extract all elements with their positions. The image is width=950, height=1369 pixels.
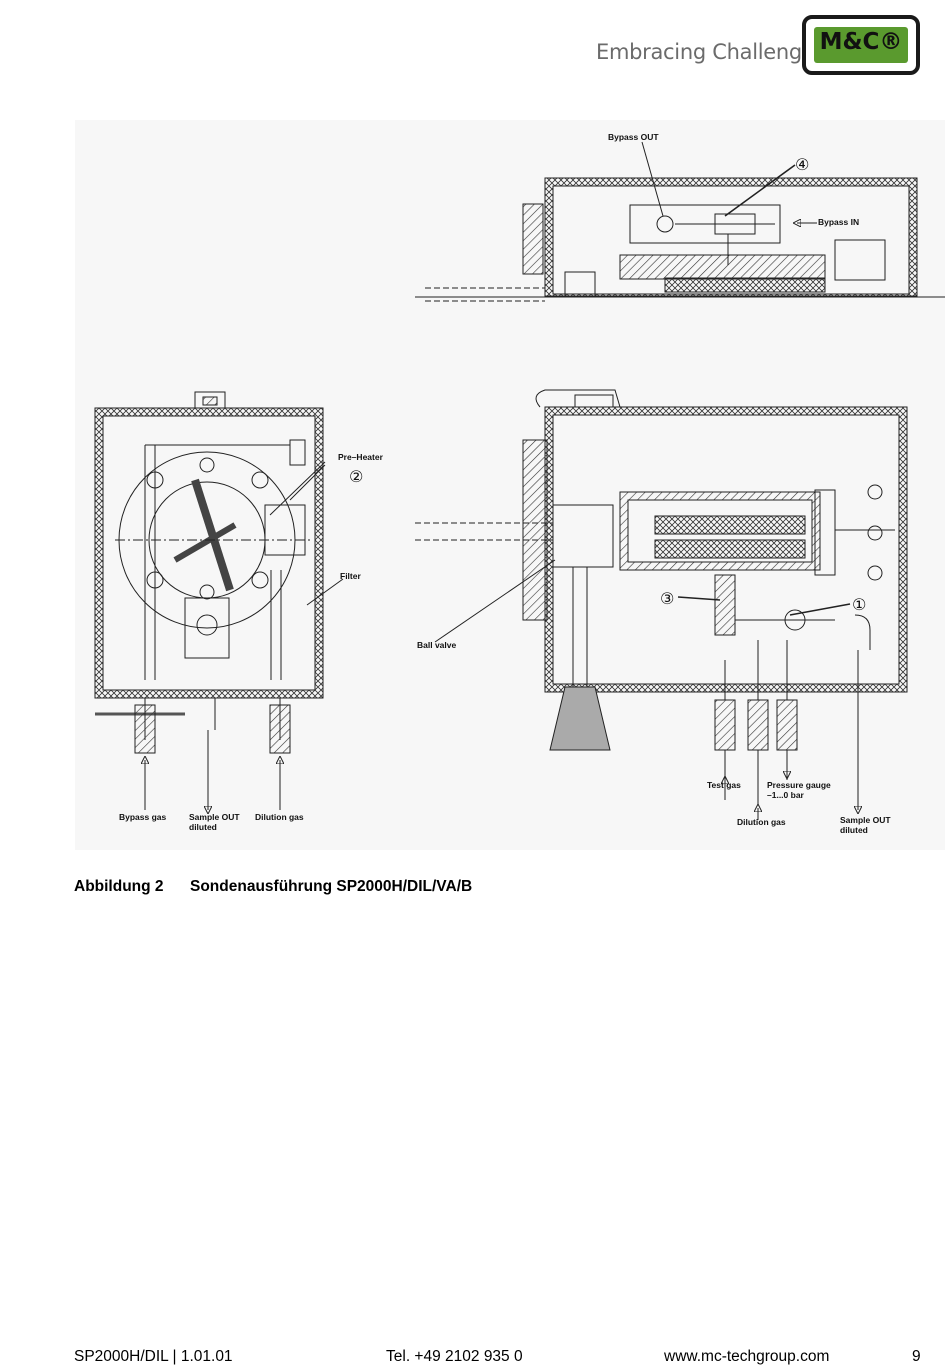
top-view (415, 141, 945, 302)
footer-page-number: 9 (912, 1348, 921, 1365)
label-filter: Filter (340, 571, 361, 581)
label-sample-out-right-2: diluted (840, 825, 868, 835)
company-logo: M&C® (802, 15, 920, 75)
label-pressure-gauge-2: –1...0 bar (767, 790, 805, 800)
label-test-gas: Test gas (707, 780, 741, 790)
marker-2: ② (349, 467, 363, 486)
label-dilution-gas-right: Dilution gas (737, 817, 786, 827)
label-sample-out-right-1: Sample OUT (840, 815, 891, 825)
marker-1: ① (852, 595, 866, 614)
footer-phone: Tel. +49 2102 935 0 (386, 1348, 523, 1365)
label-sample-out-left-2: diluted (189, 822, 217, 832)
label-bypass-gas: Bypass gas (119, 812, 167, 822)
drawing-svg: Bypass OUT Bypass IN ④ (75, 120, 945, 850)
footer-doc-id: SP2000H/DIL | 1.01.01 (74, 1348, 233, 1365)
header-tagline: Embracing Challenge (596, 40, 815, 64)
label-sample-out-left-1: Sample OUT (189, 812, 240, 822)
label-bypass-in: Bypass IN (818, 217, 859, 227)
figure-caption: Abbildung 2 Sondenausführung SP2000H/DIL/… (74, 878, 472, 896)
caption-title: Sondenausführung SP2000H/DIL/VA/B (190, 878, 473, 895)
caption-number: Abbildung 2 (74, 878, 164, 895)
front-view (94, 391, 344, 810)
label-dilution-gas-left: Dilution gas (255, 812, 304, 822)
logo-text: M&C® (819, 29, 903, 55)
marker-3: ③ (660, 589, 674, 608)
label-bypass-out: Bypass OUT (608, 132, 659, 142)
footer-website: www.mc-techgroup.com (664, 1348, 830, 1365)
label-pre-heater: Pre–Heater (338, 452, 384, 462)
side-view (415, 389, 908, 820)
label-ball-valve: Ball valve (417, 640, 456, 650)
label-pressure-gauge-1: Pressure gauge (767, 780, 831, 790)
logo-background: M&C® (814, 27, 908, 63)
marker-4: ④ (795, 155, 809, 174)
technical-drawing: Bypass OUT Bypass IN ④ (75, 120, 945, 850)
